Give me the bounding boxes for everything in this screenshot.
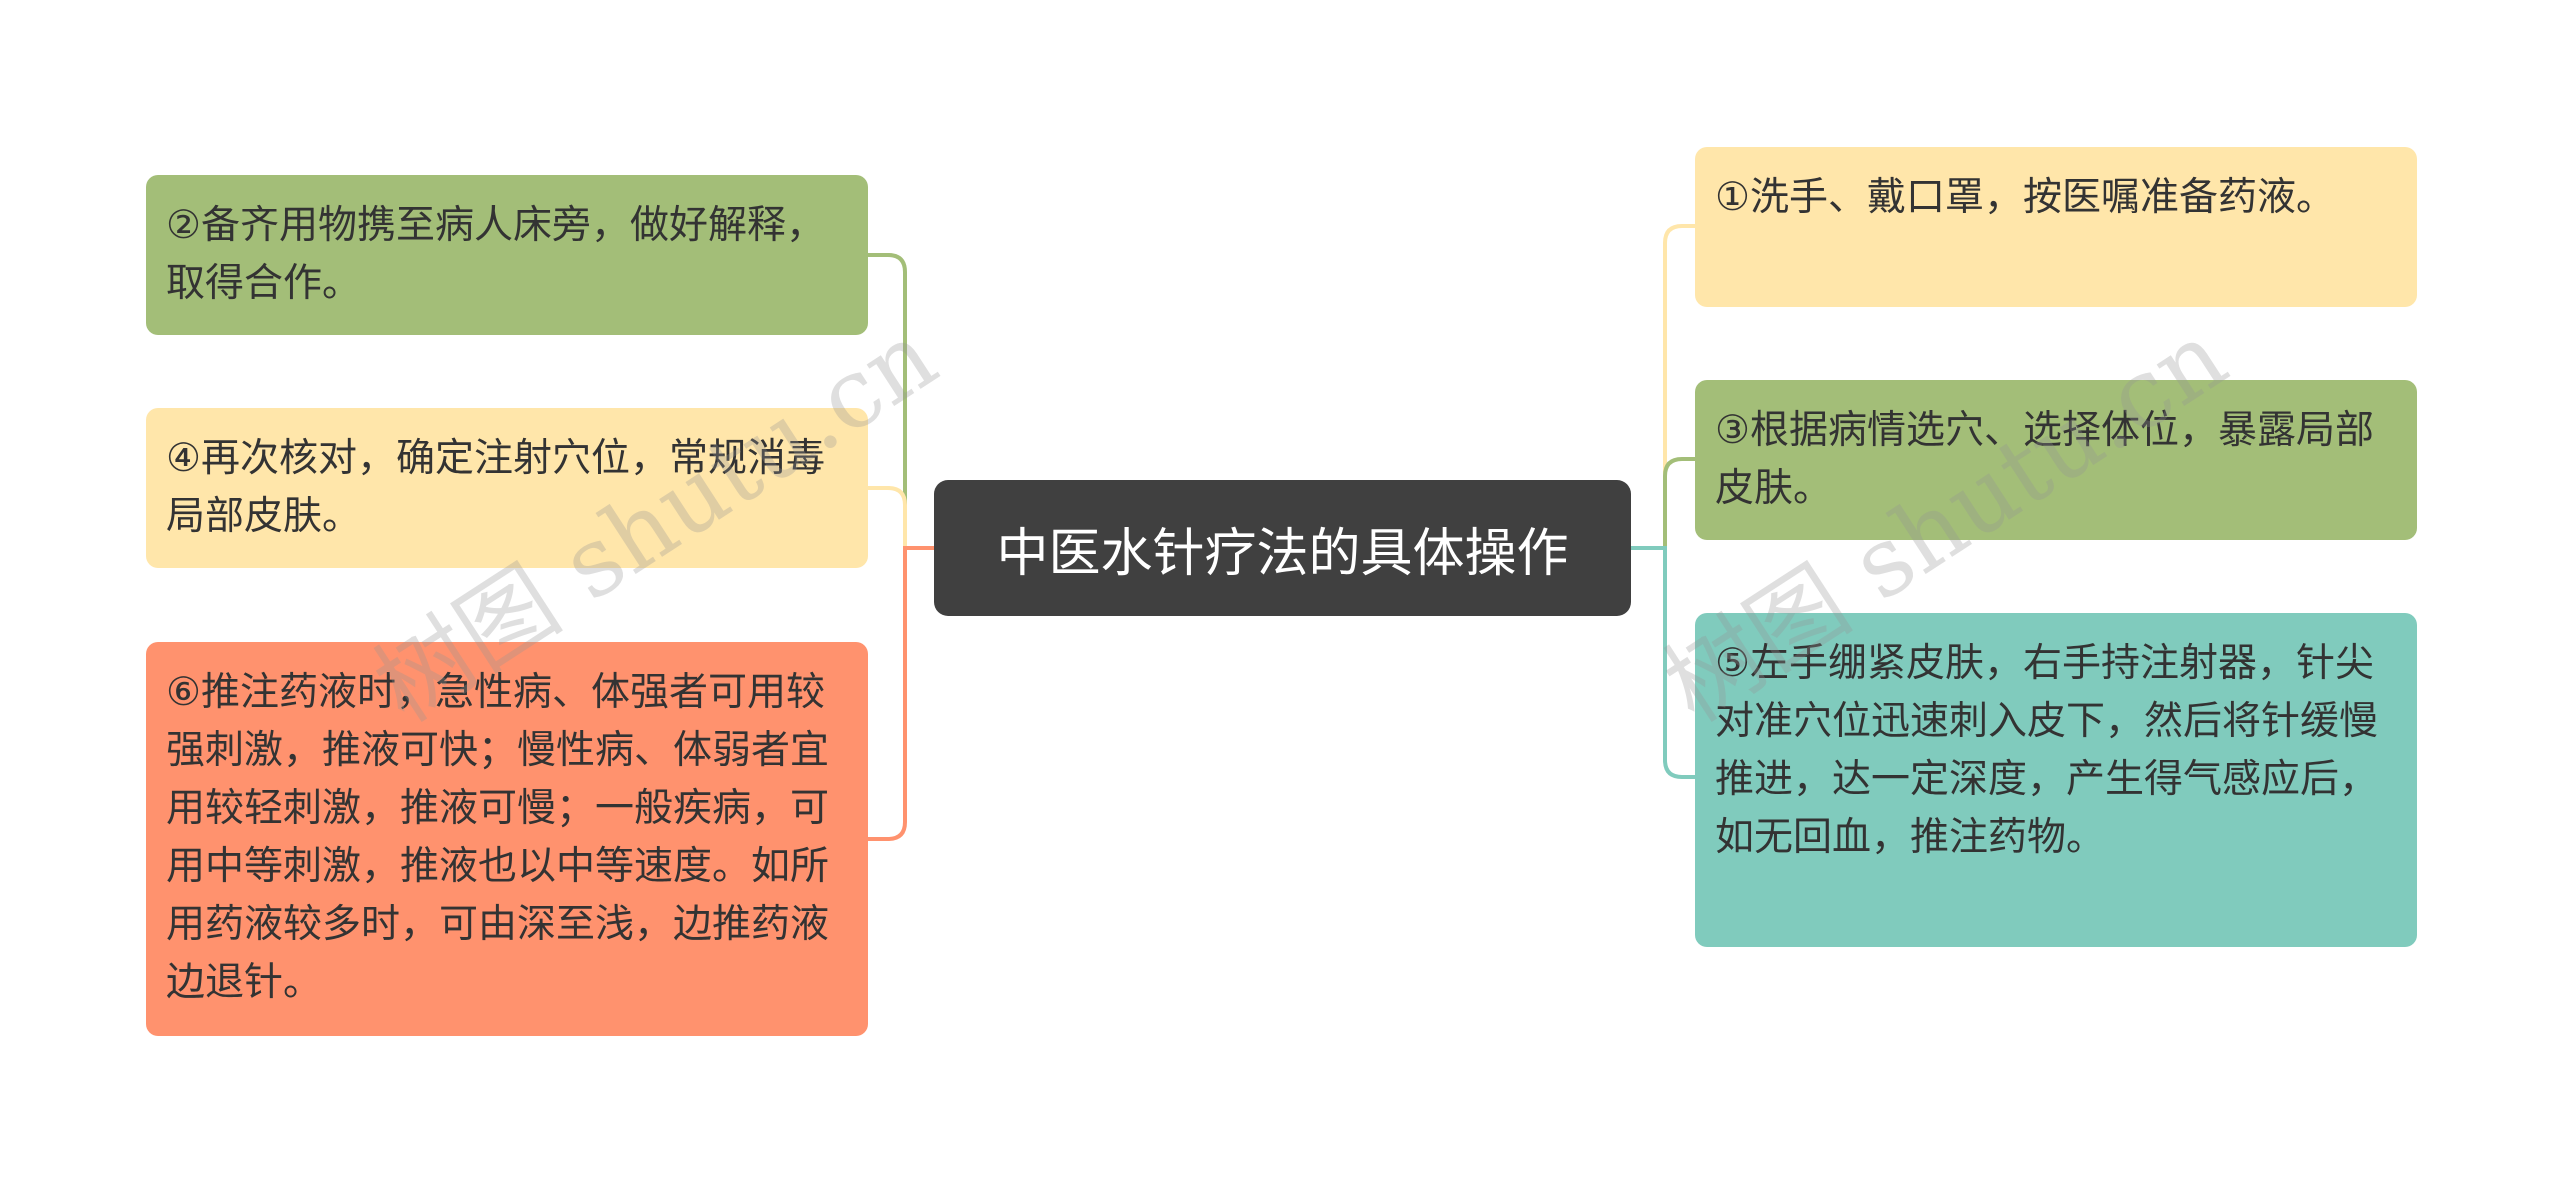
left-node-4-text: ④再次核对，确定注射穴位，常规消毒局部皮肤。 xyxy=(166,436,825,539)
right-node-5-text: ⑤左手绷紧皮肤，右手持注射器，针尖对准穴位迅速刺入皮下，然后将针缓慢推进，达一定… xyxy=(1715,641,2379,860)
central-topic[interactable]: 中医水针疗法的具体操作 xyxy=(934,480,1631,616)
right-node-3-text: ③根据病情选穴、选择体位，暴露局部皮肤。 xyxy=(1715,408,2374,511)
right-node-1[interactable]: ①洗手、戴口罩，按医嘱准备药液。 xyxy=(1695,147,2417,307)
connector-left-1 xyxy=(868,253,934,550)
connector-right-3 xyxy=(1631,546,1695,779)
left-node-6[interactable]: ⑥推注药液时，急性病、体强者可用较强刺激，推液可快；慢性病、体弱者宜用较轻刺激，… xyxy=(146,642,868,1036)
left-node-4[interactable]: ④再次核对，确定注射穴位，常规消毒局部皮肤。 xyxy=(146,408,868,568)
left-node-2[interactable]: ②备齐用物携至病人床旁，做好解释，取得合作。 xyxy=(146,175,868,335)
connector-left-2 xyxy=(868,486,934,550)
right-node-1-text: ①洗手、戴口罩，按医嘱准备药液。 xyxy=(1715,175,2335,220)
left-node-6-text: ⑥推注药液时，急性病、体强者可用较强刺激，推液可快；慢性病、体弱者宜用较轻刺激，… xyxy=(166,670,830,1005)
central-topic-label: 中医水针疗法的具体操作 xyxy=(996,523,1569,584)
connector-left-3 xyxy=(868,546,934,841)
left-node-2-text: ②备齐用物携至病人床旁，做好解释，取得合作。 xyxy=(166,203,825,306)
connector-right-1 xyxy=(1631,224,1695,550)
connector-right-2 xyxy=(1631,457,1695,550)
right-node-3[interactable]: ③根据病情选穴、选择体位，暴露局部皮肤。 xyxy=(1695,380,2417,540)
right-node-5[interactable]: ⑤左手绷紧皮肤，右手持注射器，针尖对准穴位迅速刺入皮下，然后将针缓慢推进，达一定… xyxy=(1695,613,2417,947)
